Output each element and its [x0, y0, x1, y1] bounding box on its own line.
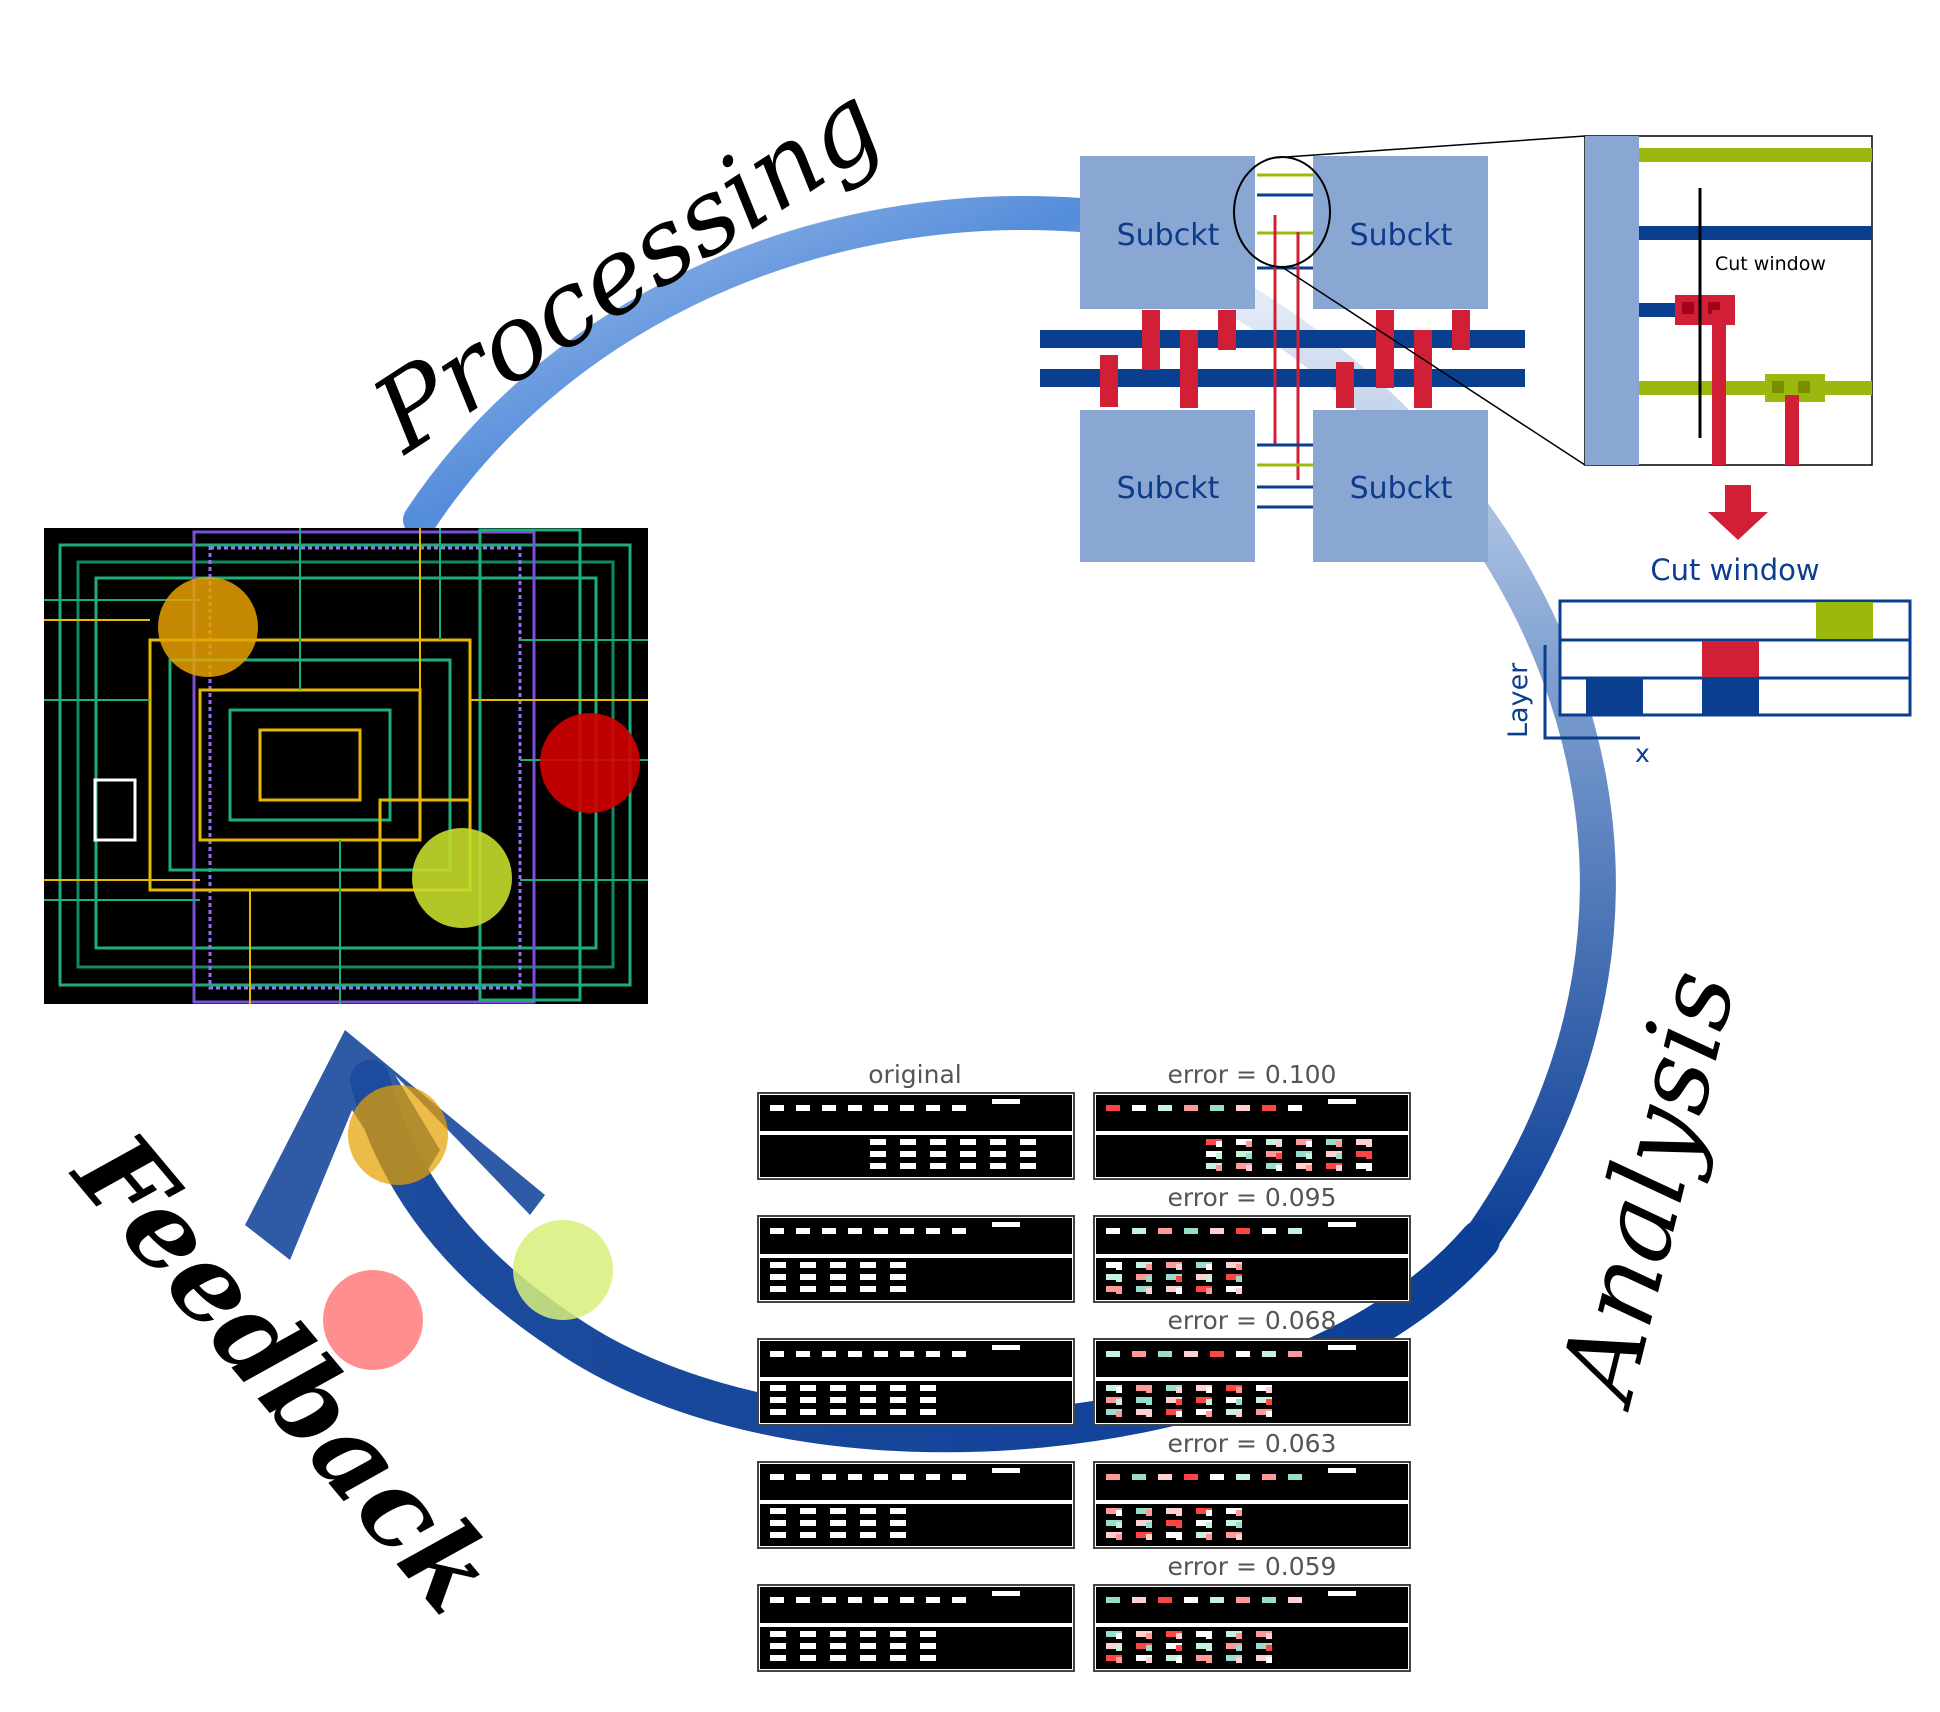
subckt-box: [1313, 410, 1488, 562]
cut-window-panel: Cut window Layer x: [1503, 553, 1912, 768]
error-title: error = 0.100: [1168, 1060, 1337, 1089]
arrow-segment-processing: [403, 196, 1097, 537]
subckt-box: [1080, 156, 1255, 309]
cut-window-title: Cut window: [1650, 553, 1819, 587]
subckt-label: Subckt: [1117, 471, 1220, 506]
arrow-segment-analysis: [1222, 282, 1616, 1258]
chip-layout: [44, 528, 648, 1004]
feedback-marker-lime: [513, 1220, 613, 1320]
feedback-marker-pink: [323, 1270, 423, 1370]
x-axis-label: x: [1635, 739, 1650, 768]
original-title: original: [868, 1060, 961, 1089]
down-arrow-icon: [1708, 485, 1768, 540]
feedback-marker-orange: [348, 1085, 448, 1185]
error-title: error = 0.059: [1168, 1552, 1337, 1581]
reconstruction-grid: original error = 0.100 error = 0.095 err…: [757, 1060, 1411, 1672]
subckt-label: Subckt: [1350, 218, 1453, 253]
error-title: error = 0.095: [1168, 1183, 1337, 1212]
y-axis-label: Layer: [1503, 662, 1534, 738]
marker-lime: [412, 828, 512, 928]
error-title: error = 0.068: [1168, 1306, 1337, 1335]
cut-cell-blue: [1702, 679, 1759, 714]
cut-cell-green: [1816, 602, 1873, 639]
zoom-cut-window-label: Cut window: [1715, 253, 1826, 275]
subcircuit-schematic: Subckt Subckt Subckt Subckt: [1040, 135, 1586, 562]
subckt-label: Subckt: [1117, 218, 1220, 253]
cut-window-axes: [1543, 645, 1640, 740]
marker-red: [540, 713, 640, 813]
subckt-label: Subckt: [1350, 471, 1453, 506]
cut-cell-blue: [1586, 679, 1643, 714]
zoom-inset: Cut window: [1584, 135, 1873, 466]
processing-label: Processing: [350, 60, 901, 477]
marker-orange: [158, 577, 258, 677]
subckt-box: [1080, 410, 1255, 562]
subckt-box: [1313, 156, 1488, 309]
cut-cell-red: [1702, 641, 1759, 677]
error-title: error = 0.063: [1168, 1429, 1337, 1458]
